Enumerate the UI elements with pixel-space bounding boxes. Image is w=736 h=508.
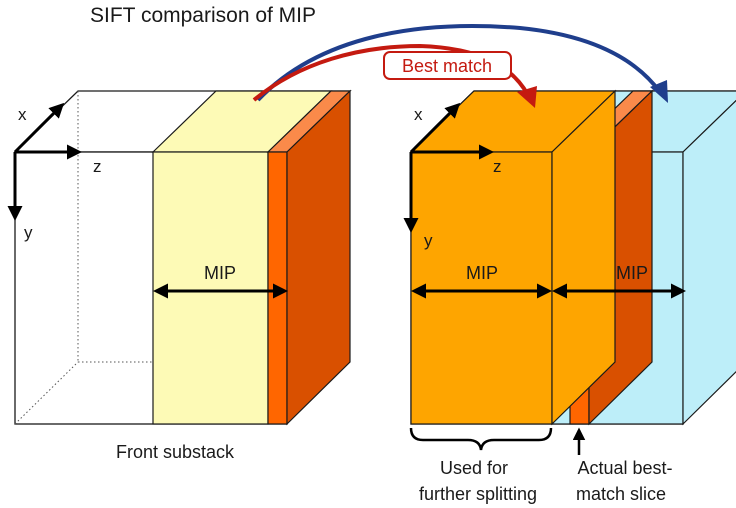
used-for-caption-line1: Used for: [440, 458, 508, 478]
actual-best-caption-line2: match slice: [576, 484, 666, 504]
right-mip-label-2: MIP: [616, 263, 648, 283]
used-for-splitting-brace: [409, 427, 553, 451]
left-axis-x-label: x: [18, 105, 27, 124]
left-caption: Front substack: [116, 442, 235, 462]
right-stack: MIP MIP x z y Used for further splitting…: [403, 89, 736, 504]
right-axis-x-label: x: [414, 105, 423, 124]
right-mip-label-1: MIP: [466, 263, 498, 283]
left-axis-y-label: y: [24, 223, 33, 242]
left-axis-z-label: z: [93, 157, 102, 176]
right-axes: [403, 102, 494, 233]
right-axis-y-label: y: [424, 231, 433, 250]
right-front-block: [409, 89, 617, 426]
actual-best-caption-line1: Actual best-: [577, 458, 672, 478]
left-mip-label: MIP: [204, 263, 236, 283]
left-stack: MIP x z y Front substack: [7, 89, 352, 462]
best-match-label: Best match: [402, 56, 492, 76]
left-axes: [7, 102, 82, 221]
best-match-label-box: Best match: [383, 51, 512, 80]
left-last-slice: [266, 89, 352, 426]
used-for-caption-line2: further splitting: [419, 484, 537, 504]
blue-comparison-arrow: [256, 24, 668, 103]
diagram-title: SIFT comparison of MIP: [90, 4, 316, 27]
right-axis-z-label: z: [493, 157, 502, 176]
